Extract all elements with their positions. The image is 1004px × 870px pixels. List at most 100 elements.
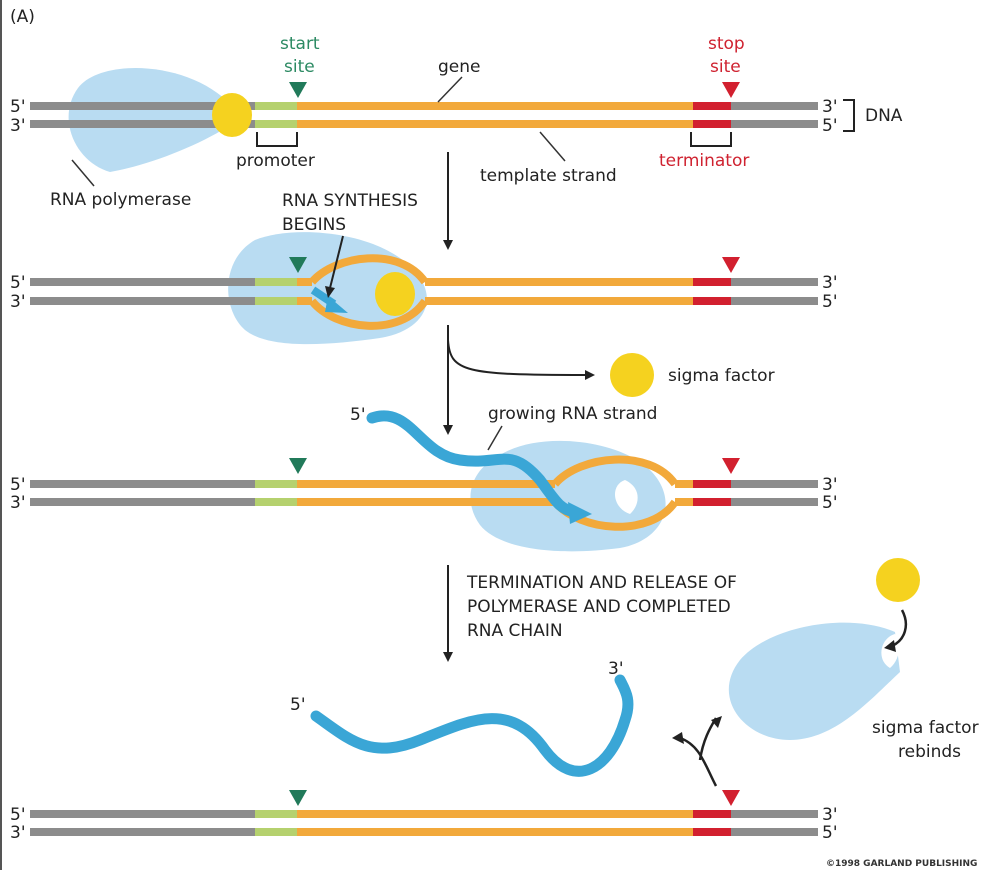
- gene-top-right-3: [675, 480, 693, 488]
- step-arrow-3-head: [443, 652, 453, 662]
- rna-polymerase-leader-line: [71, 159, 95, 187]
- terminator-label: terminator: [659, 151, 749, 171]
- terminator-bottom-2: [693, 297, 731, 305]
- released-rna-5prime: 5': [290, 695, 306, 715]
- dna-downstream-top-2: [731, 278, 818, 286]
- terminator-bottom-3: [693, 498, 731, 506]
- stop-site-marker-3: [722, 458, 740, 474]
- dna-upstream-top: [30, 102, 255, 110]
- dna-upstream-top-2: [30, 278, 255, 286]
- released-sigma-factor: [610, 353, 654, 397]
- termination-label-line2: POLYMERASE AND COMPLETED: [467, 597, 731, 617]
- stop-site-label-line2: site: [710, 57, 741, 77]
- dna-label: DNA: [865, 106, 903, 126]
- row-2-initiation: 5' 3' 3' 5' RNA SYNTHESIS BEGINS: [10, 191, 838, 345]
- gene-top-right-2: [425, 278, 693, 286]
- growing-rna-label: growing RNA strand: [488, 404, 657, 424]
- gene-leader-line: [437, 76, 463, 103]
- dna-downstream-top-3: [731, 480, 818, 488]
- start-site-label-line2: site: [284, 57, 315, 77]
- gene-bottom-left-3: [297, 498, 555, 506]
- transcription-bubble-top: [308, 254, 429, 285]
- dna-upstream-top-4: [30, 810, 255, 818]
- start-site-marker-4: [289, 790, 307, 806]
- sigma-binding-pocket: [881, 634, 900, 668]
- polymerase-gap-3: [614, 480, 638, 514]
- released-rna-3prime: 3': [608, 659, 624, 679]
- terminator-top: [693, 102, 731, 110]
- sigma-rebind-arrow-head: [884, 640, 896, 652]
- end-5prime-bottom-4: 5': [822, 823, 838, 843]
- terminator-bracket: [690, 132, 732, 147]
- rna-polymerase-label: RNA polymerase: [50, 190, 191, 210]
- free-rna-polymerase: [728, 622, 900, 740]
- panel-label: (A): [10, 7, 35, 27]
- stop-site-label-line1: stop: [708, 34, 745, 54]
- terminator-top-2: [693, 278, 731, 286]
- transcription-bubble-top-3: [551, 455, 679, 487]
- dna-upstream-bottom-2: [30, 297, 255, 305]
- end-3prime-top-4: 3': [822, 805, 838, 825]
- dna-downstream-bottom: [731, 120, 818, 128]
- step-arrow-2-head: [443, 425, 453, 435]
- promoter-top-2: [255, 278, 297, 286]
- terminator-bottom: [693, 120, 731, 128]
- end-5prime-top-3: 5': [10, 475, 26, 495]
- rna-synthesis-pointer: [329, 235, 344, 289]
- gene-label: gene: [438, 57, 480, 77]
- end-5prime-top-2: 5': [10, 273, 26, 293]
- end-5prime-bottom: 5': [822, 116, 838, 136]
- sigma-release-arrow: [447, 339, 586, 376]
- promoter-bracket: [256, 132, 298, 147]
- end-3prime-top: 3': [822, 97, 838, 117]
- end-3prime-bottom: 3': [10, 116, 26, 136]
- rna-synthesis-pointer-head: [325, 286, 335, 298]
- terminator-top-3: [693, 480, 731, 488]
- terminator-bottom-4: [693, 828, 731, 836]
- growing-rna-arrowhead: [568, 502, 592, 524]
- end-3prime-bottom-4: 3': [10, 823, 26, 843]
- gene-bottom-right-3: [675, 498, 693, 506]
- gene-top-left-3: [297, 480, 555, 488]
- termination-label-line3: RNA CHAIN: [467, 621, 563, 641]
- promoter-bottom-3: [255, 498, 297, 506]
- new-rna-arrowhead: [325, 296, 348, 313]
- release-arrow-up-head: [711, 716, 722, 728]
- promoter-bottom-2: [255, 297, 297, 305]
- sigma-factor-label: sigma factor: [668, 366, 775, 386]
- rna-5prime-label: 5': [350, 405, 366, 425]
- stop-site-marker-4: [722, 790, 740, 806]
- release-arrow-left: [679, 736, 718, 787]
- dna-upstream-top-3: [30, 480, 255, 488]
- stop-site-marker-2: [722, 257, 740, 273]
- start-site-marker-3: [289, 458, 307, 474]
- end-5prime-top-4: 5': [10, 805, 26, 825]
- end-3prime-top-3: 3': [822, 475, 838, 495]
- gene-bottom-right-2: [425, 297, 693, 305]
- template-strand-label: template strand: [480, 166, 617, 186]
- end-5prime-bottom-3: 5': [822, 493, 838, 513]
- sigma-rebinds-label-line2: rebinds: [898, 742, 961, 762]
- end-3prime-top-2: 3': [822, 273, 838, 293]
- sigma-rebinds-label-line1: sigma factor: [872, 718, 979, 738]
- start-site-marker-2: [289, 257, 307, 273]
- sigma-release-arrow-head: [585, 370, 595, 380]
- end-3prime-bottom-3: 3': [10, 493, 26, 513]
- promoter-bottom: [255, 120, 297, 128]
- growing-rna-leader-line: [487, 425, 503, 451]
- dna-downstream-top: [731, 102, 818, 110]
- termination-label-line1: TERMINATION AND RELEASE OF: [466, 573, 737, 593]
- gene-top: [297, 102, 693, 110]
- release-arrow-left-head: [672, 732, 684, 744]
- sigma-factor-bound: [212, 93, 252, 137]
- transcription-bubble-bottom: [308, 298, 429, 330]
- end-5prime-bottom-2: 5': [822, 292, 838, 312]
- stop-site-marker: [722, 82, 740, 98]
- row-4-termination: 5' 3' 5' 3' 3' 5' sigma factor rebinds: [10, 558, 979, 843]
- promoter-top-3: [255, 480, 297, 488]
- sigma-rebind-arrow: [891, 609, 908, 648]
- dna-bracket: [843, 99, 855, 132]
- end-5prime-top: 5': [10, 97, 26, 117]
